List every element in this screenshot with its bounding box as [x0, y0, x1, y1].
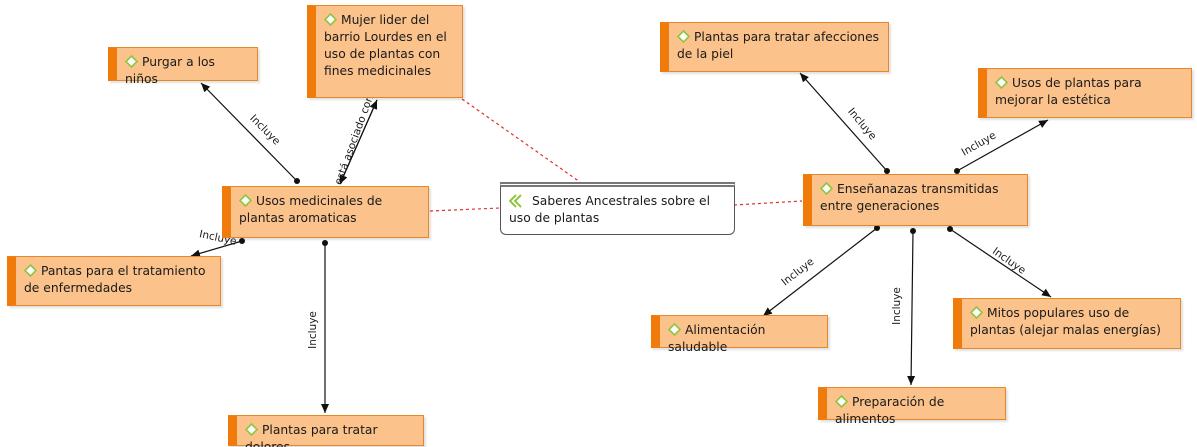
link-origin-dot — [874, 225, 880, 231]
link-ensenanzas-estetica[interactable] — [956, 119, 1049, 172]
link-label-incluye: Incluye — [890, 287, 903, 325]
diamond-outline-icon — [324, 13, 337, 26]
link-usos-purgar[interactable] — [200, 82, 298, 182]
node-usos-estetica[interactable]: Usos de plantas para mejorar la estética — [978, 68, 1192, 118]
node-ensenanzas[interactable]: Enseñanazas transmitidas entre generacio… — [803, 174, 1028, 226]
node-text: Plantas para tratar dolores — [245, 423, 378, 447]
node-mujer[interactable]: Mujer lider del barrio Lourdes en el uso… — [307, 5, 463, 98]
node-text: Mujer lider del barrio Lourdes en el uso… — [324, 13, 447, 78]
diamond-outline-icon — [835, 395, 848, 408]
link-origin-dot — [910, 228, 916, 234]
node-text: Alimentación saludable — [668, 323, 766, 354]
node-text: Pantas para el tratamiento de enfermedad… — [24, 264, 206, 295]
dashed-link-central-ensenanzas — [733, 200, 803, 206]
node-preparacion[interactable]: Preparación de alimentos — [818, 387, 1006, 426]
node-plantas-dolores[interactable]: Plantas para tratar dolores — [228, 415, 424, 447]
diamond-outline-icon — [125, 55, 138, 68]
diamond-outline-icon — [677, 30, 690, 43]
node-purgar[interactable]: Purgar a los niños — [108, 47, 258, 86]
dashed-link-usos-central — [429, 207, 501, 212]
link-mujer-usos[interactable] — [339, 99, 378, 185]
diamond-outline-icon — [245, 423, 258, 436]
dashed-link-mujer-central — [461, 98, 581, 183]
node-usos-medicinales[interactable]: Usos medicinales de plantas aromaticas — [222, 186, 429, 238]
node-text: Mitos populares uso de plantas (alejar m… — [970, 306, 1161, 337]
link-origin-dot — [954, 168, 960, 174]
link-ensenanzas-alimentacion[interactable] — [762, 227, 878, 317]
node-text: Enseñanazas transmitidas entre generacio… — [820, 182, 999, 213]
link-origin-dot — [239, 238, 245, 244]
diamond-outline-icon — [668, 323, 681, 336]
link-origin-dot — [322, 240, 328, 246]
link-origin-dot — [947, 226, 953, 232]
node-mitos[interactable]: Mitos populares uso de plantas (alejar m… — [953, 298, 1181, 349]
link-ensenanzas-preparacion[interactable] — [907, 230, 916, 386]
diamond-outline-icon — [239, 194, 252, 207]
link-label-incluye: Incluye — [306, 311, 319, 349]
link-ensenanzas-mitos[interactable] — [949, 228, 1052, 298]
link-usos-pantas[interactable] — [190, 240, 243, 258]
double-chevron-icon — [508, 194, 527, 213]
node-alimentacion[interactable]: Alimentación saludable — [651, 315, 828, 354]
node-text: Usos medicinales de plantas aromaticas — [239, 194, 383, 225]
diamond-outline-icon — [995, 76, 1008, 89]
node-text: Usos de plantas para mejorar la estética — [995, 76, 1142, 107]
link-origin-dot — [294, 178, 300, 184]
central-topic[interactable]: Saberes Ancestrales sobre el uso de plan… — [500, 182, 735, 235]
node-text: Preparación de alimentos — [835, 395, 945, 426]
diamond-outline-icon — [970, 306, 983, 319]
link-ensenanzas-piel[interactable] — [799, 72, 888, 172]
node-plantas-piel[interactable]: Plantas para tratar afecciones de la pie… — [660, 22, 889, 72]
node-text: Purgar a los niños — [125, 55, 215, 86]
diamond-outline-icon — [820, 182, 833, 195]
diamond-outline-icon — [24, 264, 37, 277]
node-text: Plantas para tratar afecciones de la pie… — [677, 30, 880, 61]
link-origin-dot — [884, 168, 890, 174]
node-pantas-tratamiento[interactable]: Pantas para el tratamiento de enfermedad… — [7, 256, 221, 306]
central-topic-text: Saberes Ancestrales sobre el uso de plan… — [509, 194, 711, 225]
